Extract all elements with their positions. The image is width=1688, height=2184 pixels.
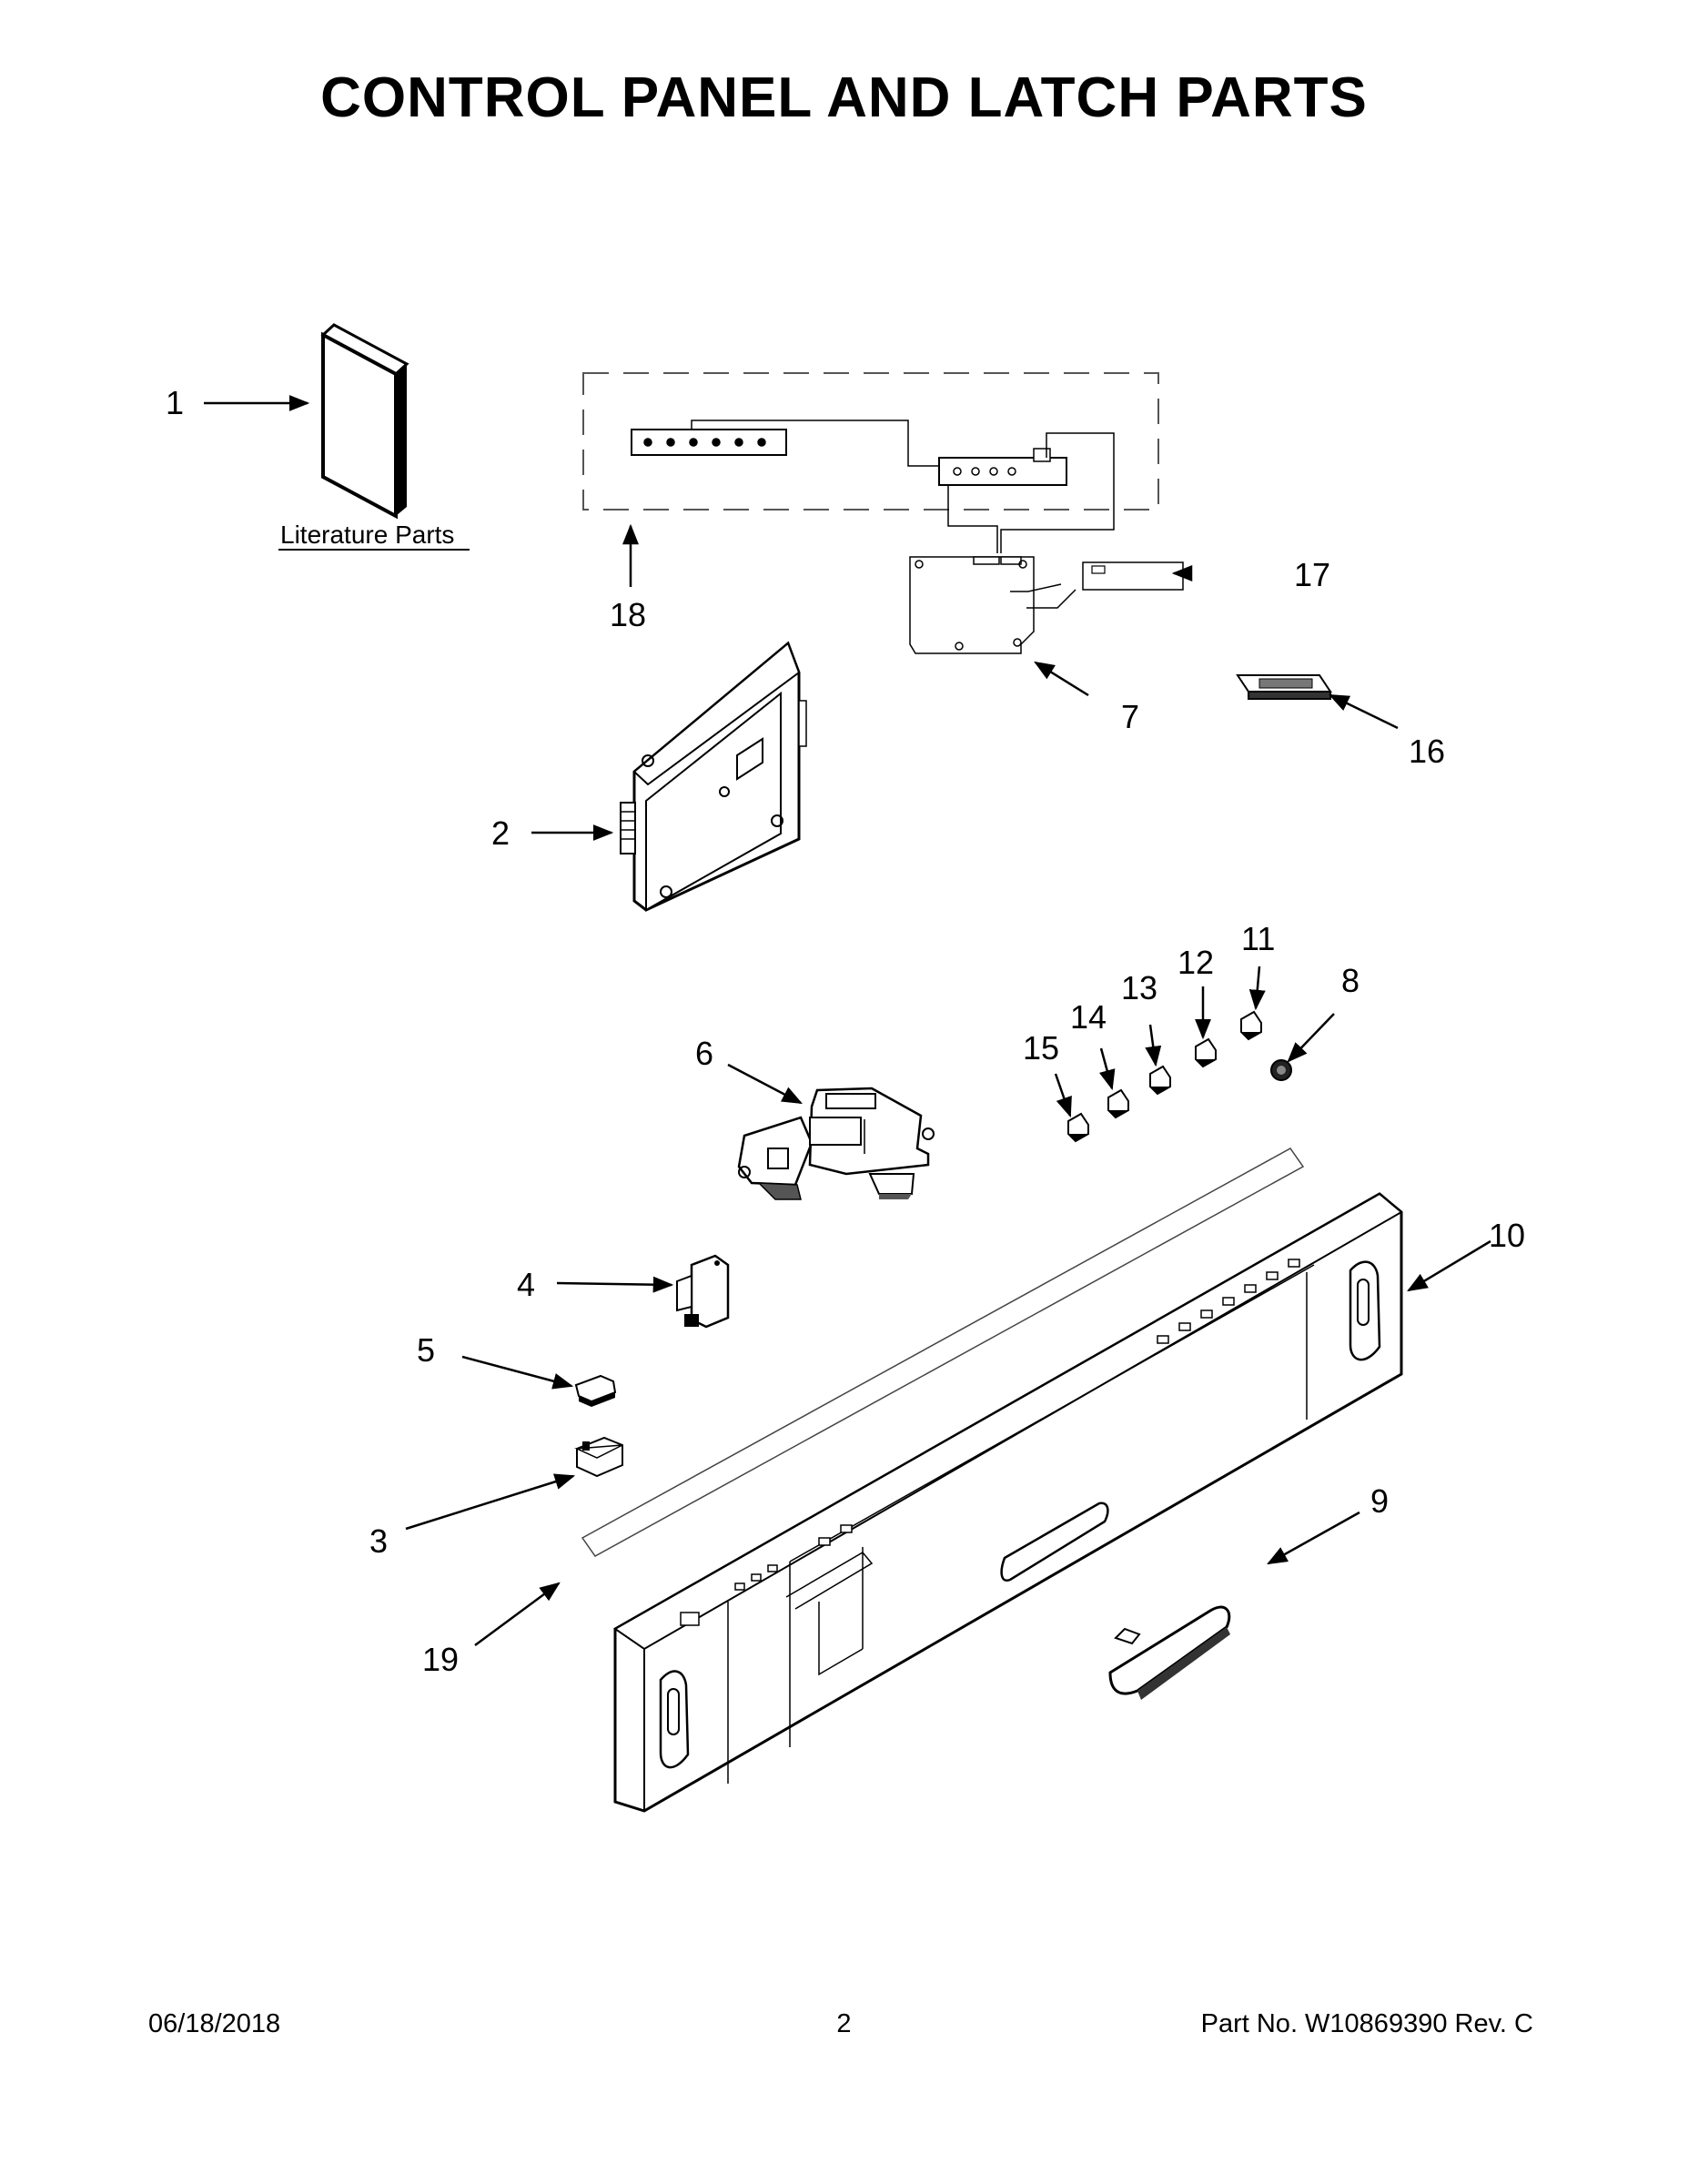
callout-5: 5 [417, 1331, 435, 1369]
callout-15: 15 [1023, 1029, 1059, 1067]
callout-13: 13 [1121, 969, 1157, 1006]
button-15-part[interactable] [1067, 1112, 1089, 1143]
callout-11: 11 [1241, 920, 1275, 957]
button-14-part[interactable] [1107, 1088, 1129, 1119]
sensor-bracket-4-part[interactable] [676, 1254, 730, 1329]
callout-6: 6 [695, 1035, 713, 1072]
callout-8: 8 [1341, 962, 1359, 999]
callout-7: 7 [1121, 698, 1139, 735]
callout-14: 14 [1070, 998, 1107, 1036]
footer-page-number: 2 [836, 2009, 852, 2038]
footer-date: 06/18/2018 [148, 2009, 281, 2038]
control-panel-console-part[interactable] [613, 1192, 1403, 1813]
control-panel-overlay-strip-part[interactable] [581, 1148, 1305, 1557]
callout-19: 19 [422, 1641, 459, 1678]
wiring-harness-part[interactable] [582, 372, 1159, 553]
literature-booklet-part[interactable] [320, 323, 409, 520]
leader-arrows [204, 395, 1491, 1647]
cap-5-part[interactable] [574, 1374, 617, 1407]
control-board-housing-part[interactable] [909, 556, 1076, 654]
callout-3: 3 [369, 1522, 388, 1560]
callout-17: 17 [1294, 556, 1330, 593]
page-title: CONTROL PANEL AND LATCH PARTS [320, 66, 1368, 129]
tray-3-part[interactable] [574, 1436, 623, 1478]
callout-10: 10 [1489, 1217, 1525, 1254]
door-handle-9-part[interactable] [1108, 1605, 1231, 1700]
callout-1: 1 [166, 384, 184, 421]
gear-knob-8-part[interactable] [1270, 1059, 1292, 1081]
callout-4: 4 [517, 1266, 535, 1303]
button-12-part[interactable] [1195, 1037, 1217, 1068]
callout-2: 2 [491, 814, 510, 852]
button-13-part[interactable] [1149, 1065, 1171, 1096]
sensor-board-part[interactable] [1082, 561, 1184, 591]
footer-part-number: Part No. W10869390 Rev. C [1200, 2009, 1533, 2038]
main-control-board-part[interactable] [620, 641, 807, 912]
callout-9: 9 [1370, 1482, 1389, 1520]
callout-18: 18 [610, 596, 646, 633]
callout-12: 12 [1178, 944, 1214, 981]
literature-parts-label: Literature Parts [280, 521, 454, 549]
door-latch-assembly-part[interactable] [737, 1087, 935, 1200]
button-11-part[interactable] [1240, 1010, 1262, 1041]
bracket-16-part[interactable] [1236, 674, 1332, 700]
callout-16: 16 [1409, 733, 1445, 770]
